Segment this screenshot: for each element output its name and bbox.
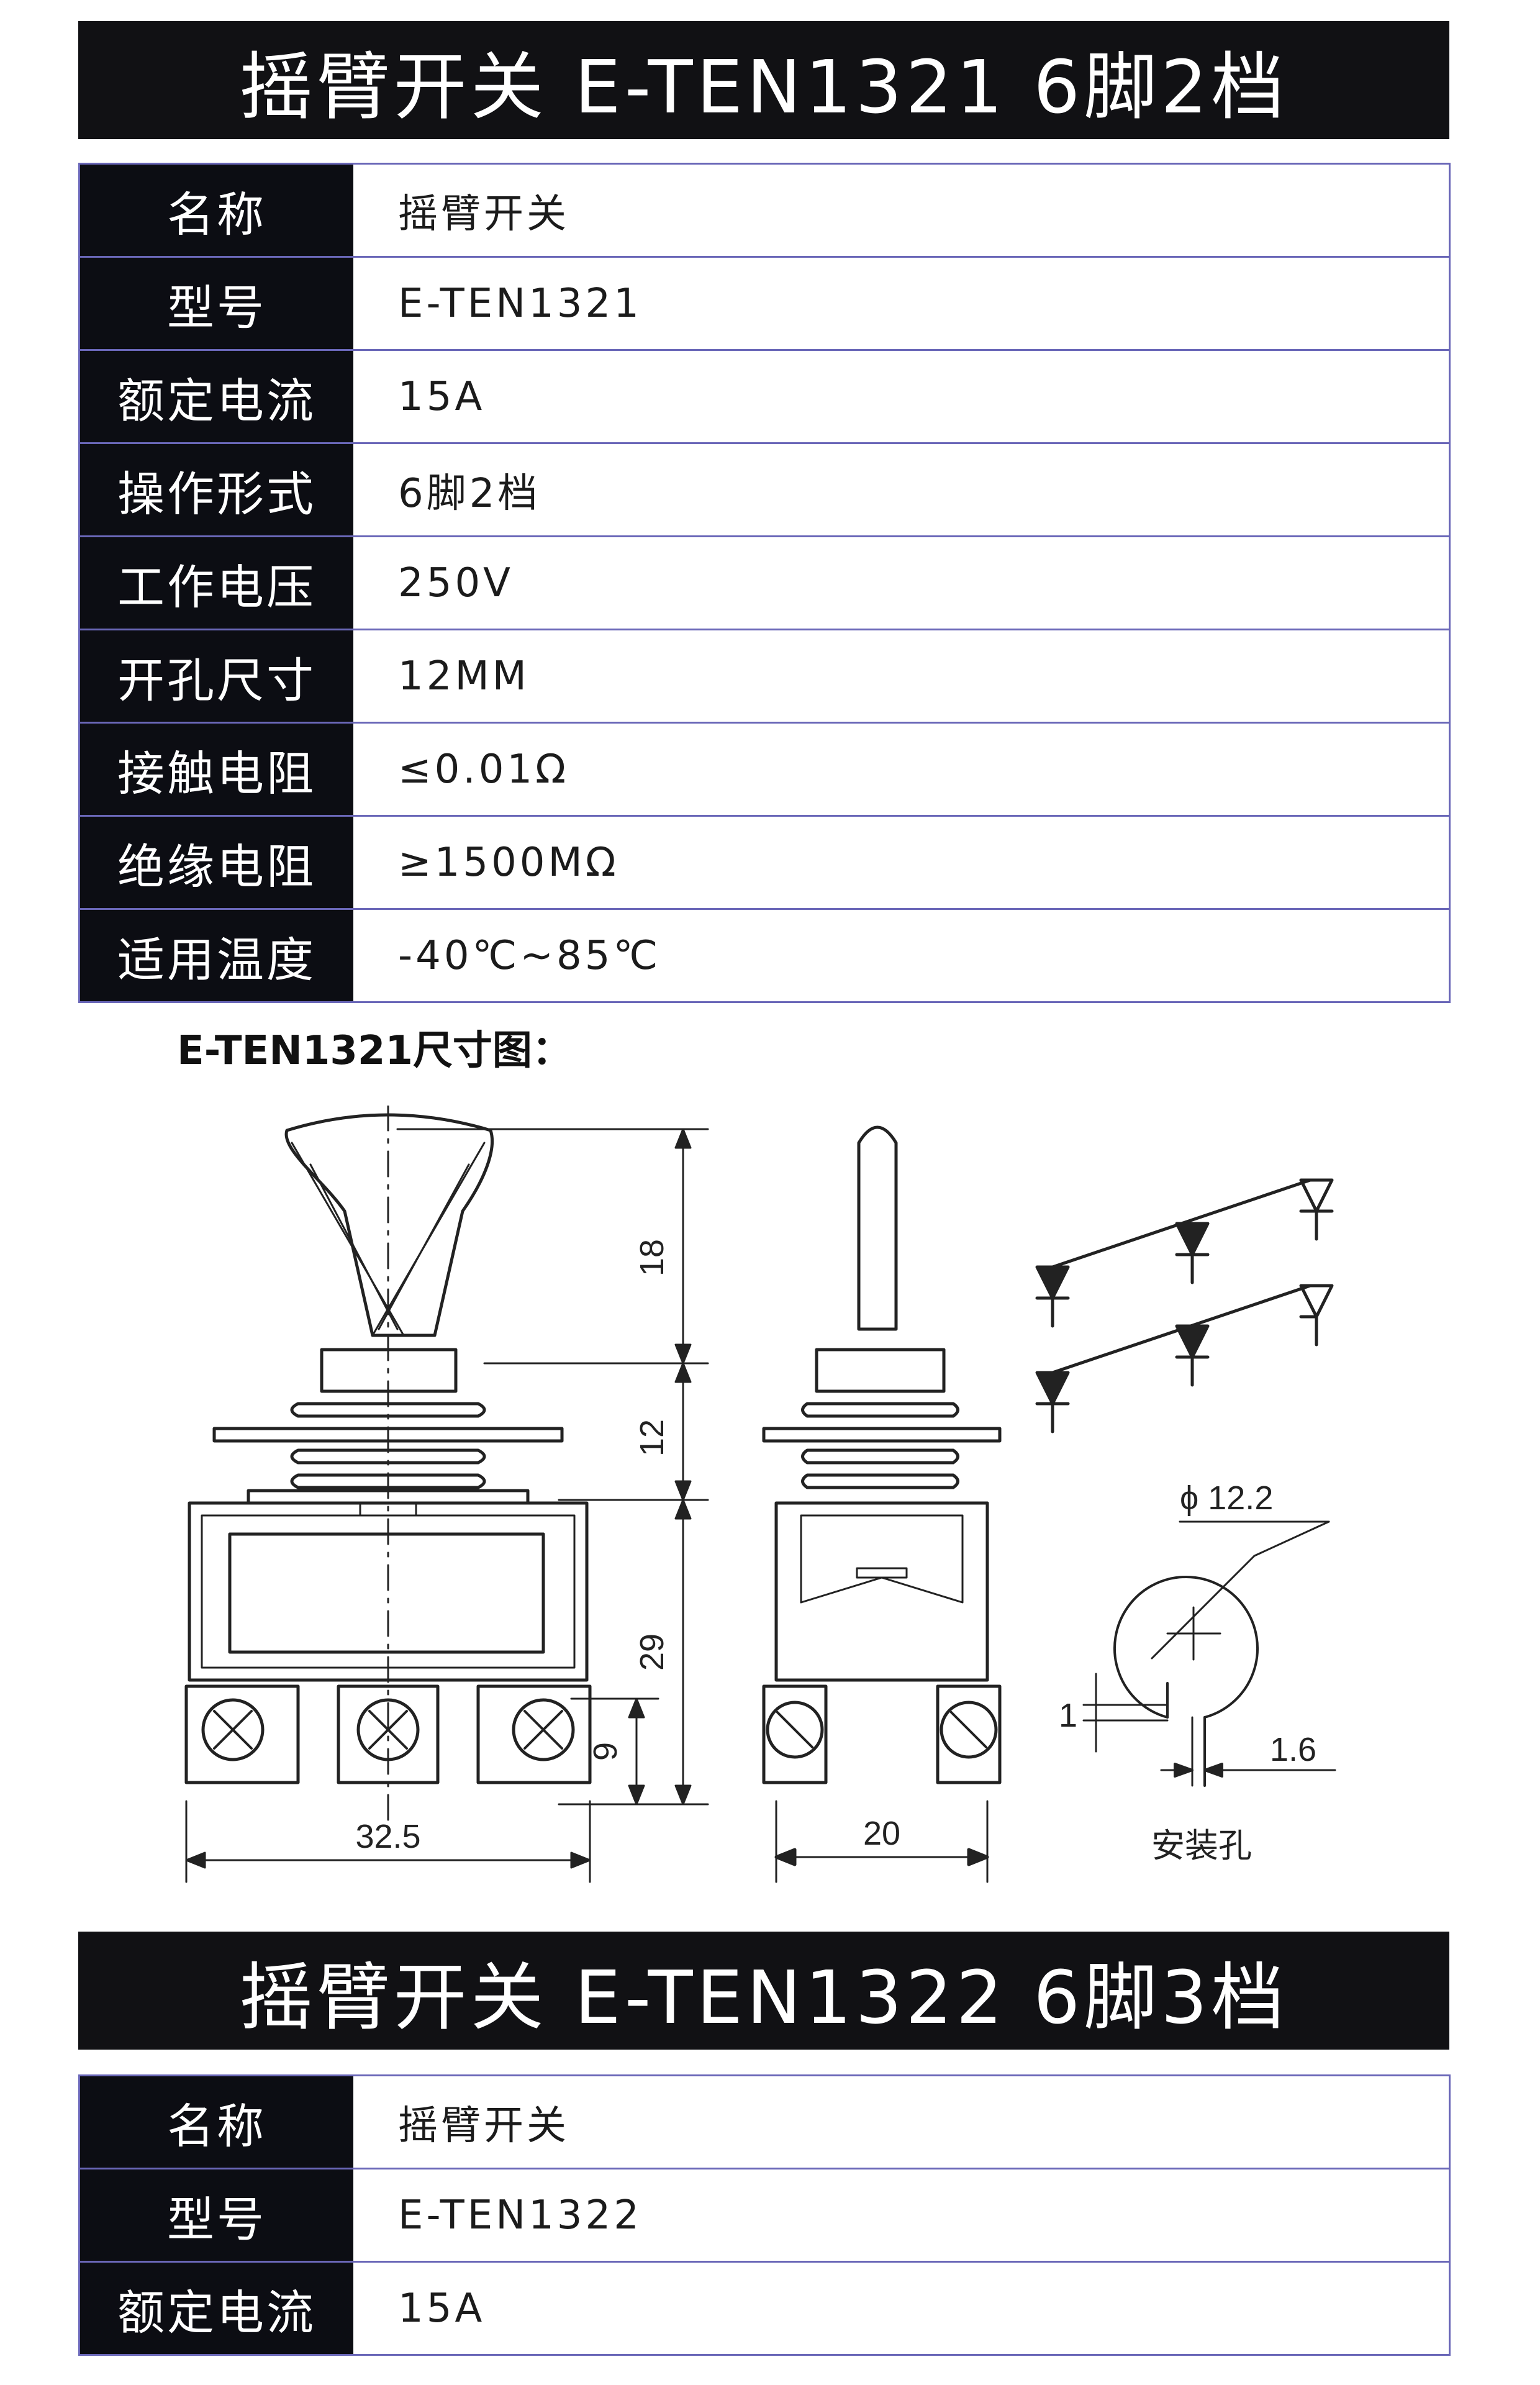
spec-row-temperature: 适用温度 -40℃~85℃ (80, 910, 1449, 1001)
spec-label: 型号 (80, 2169, 353, 2261)
dim-32-5: 32.5 (355, 1818, 420, 1855)
spec-row-model: 型号 E-TEN1322 (80, 2169, 1449, 2263)
spec-row-name: 名称 摇臂开关 (80, 165, 1449, 258)
spec-label: 绝缘电阻 (80, 817, 353, 908)
spec-value: 15A (353, 2263, 1449, 2354)
front-dimensions (185, 1128, 709, 1883)
dimension-drawing: 18 12 29 9 32.5 20 ϕ 12.2 1 1.6 安装孔 (184, 1106, 1336, 1883)
spec-row-hole-size: 开孔尺寸 12MM (80, 630, 1449, 724)
spec-value: ≤0.01Ω (353, 724, 1449, 815)
spec-row-current: 额定电流 15A (80, 351, 1449, 444)
section2-banner-title: 摇臂开关 E-TEN1322 6脚3档 (239, 1954, 1289, 2040)
circuit-symbol (1035, 1178, 1334, 1433)
spec-label: 操作形式 (80, 444, 353, 535)
spec-row-current: 额定电流 15A (80, 2263, 1449, 2356)
spec-row-contact-resistance: 接触电阻 ≤0.01Ω (80, 724, 1449, 817)
spec-value: E-TEN1322 (353, 2169, 1449, 2261)
dim-1-6: 1.6 (1270, 1731, 1316, 1768)
spec-value: E-TEN1321 (353, 258, 1449, 349)
spec-label: 名称 (80, 2076, 353, 2168)
spec-row-name: 名称 摇臂开关 (80, 2076, 1449, 2169)
section1-spec-table: 名称 摇臂开关 型号 E-TEN1321 额定电流 15A 操作形式 6脚2档 … (78, 163, 1451, 1003)
spec-label: 名称 (80, 165, 353, 256)
section1-banner: 摇臂开关 E-TEN1321 6脚2档 (78, 21, 1449, 139)
spec-label: 型号 (80, 258, 353, 349)
spec-value: 摇臂开关 (353, 2076, 1449, 2168)
spec-value: -40℃~85℃ (353, 910, 1449, 1001)
spec-row-model: 型号 E-TEN1321 (80, 258, 1449, 351)
spec-value: 摇臂开关 (353, 165, 1449, 256)
dim-18: 18 (633, 1239, 671, 1276)
spec-label: 开孔尺寸 (80, 630, 353, 722)
spec-value: ≥1500MΩ (353, 817, 1449, 908)
spec-value: 12MM (353, 630, 1449, 722)
spec-value: 250V (353, 537, 1449, 629)
spec-label: 额定电流 (80, 2263, 353, 2354)
side-view (762, 1125, 1002, 1883)
spec-row-insulation-resistance: 绝缘电阻 ≥1500MΩ (80, 817, 1449, 910)
drawing-title: E-TEN1321尺寸图： (177, 1028, 572, 1074)
dim-12: 12 (633, 1419, 671, 1456)
spec-row-voltage: 工作电压 250V (80, 537, 1449, 630)
section2-banner: 摇臂开关 E-TEN1322 6脚3档 (78, 1932, 1449, 2050)
mounting-hole-detail (1082, 1520, 1336, 1787)
spec-label: 额定电流 (80, 351, 353, 442)
spec-row-operation: 操作形式 6脚2档 (80, 444, 1449, 537)
front-view (184, 1106, 592, 1840)
section2-spec-table: 名称 摇臂开关 型号 E-TEN1322 额定电流 15A (78, 2074, 1451, 2356)
spec-value: 6脚2档 (353, 444, 1449, 535)
section1-banner-title: 摇臂开关 E-TEN1321 6脚2档 (239, 43, 1289, 130)
dim-20: 20 (863, 1815, 900, 1852)
dim-hole-diameter: ϕ 12.2 (1180, 1479, 1273, 1517)
dim-1: 1 (1059, 1697, 1077, 1734)
spec-value: 15A (353, 351, 1449, 442)
spec-label: 工作电压 (80, 537, 353, 629)
dim-9: 9 (587, 1742, 624, 1761)
mounting-hole-label: 安装孔 (1151, 1827, 1252, 1865)
spec-label: 接触电阻 (80, 724, 353, 815)
spec-label: 适用温度 (80, 910, 353, 1001)
dim-29: 29 (633, 1633, 671, 1671)
